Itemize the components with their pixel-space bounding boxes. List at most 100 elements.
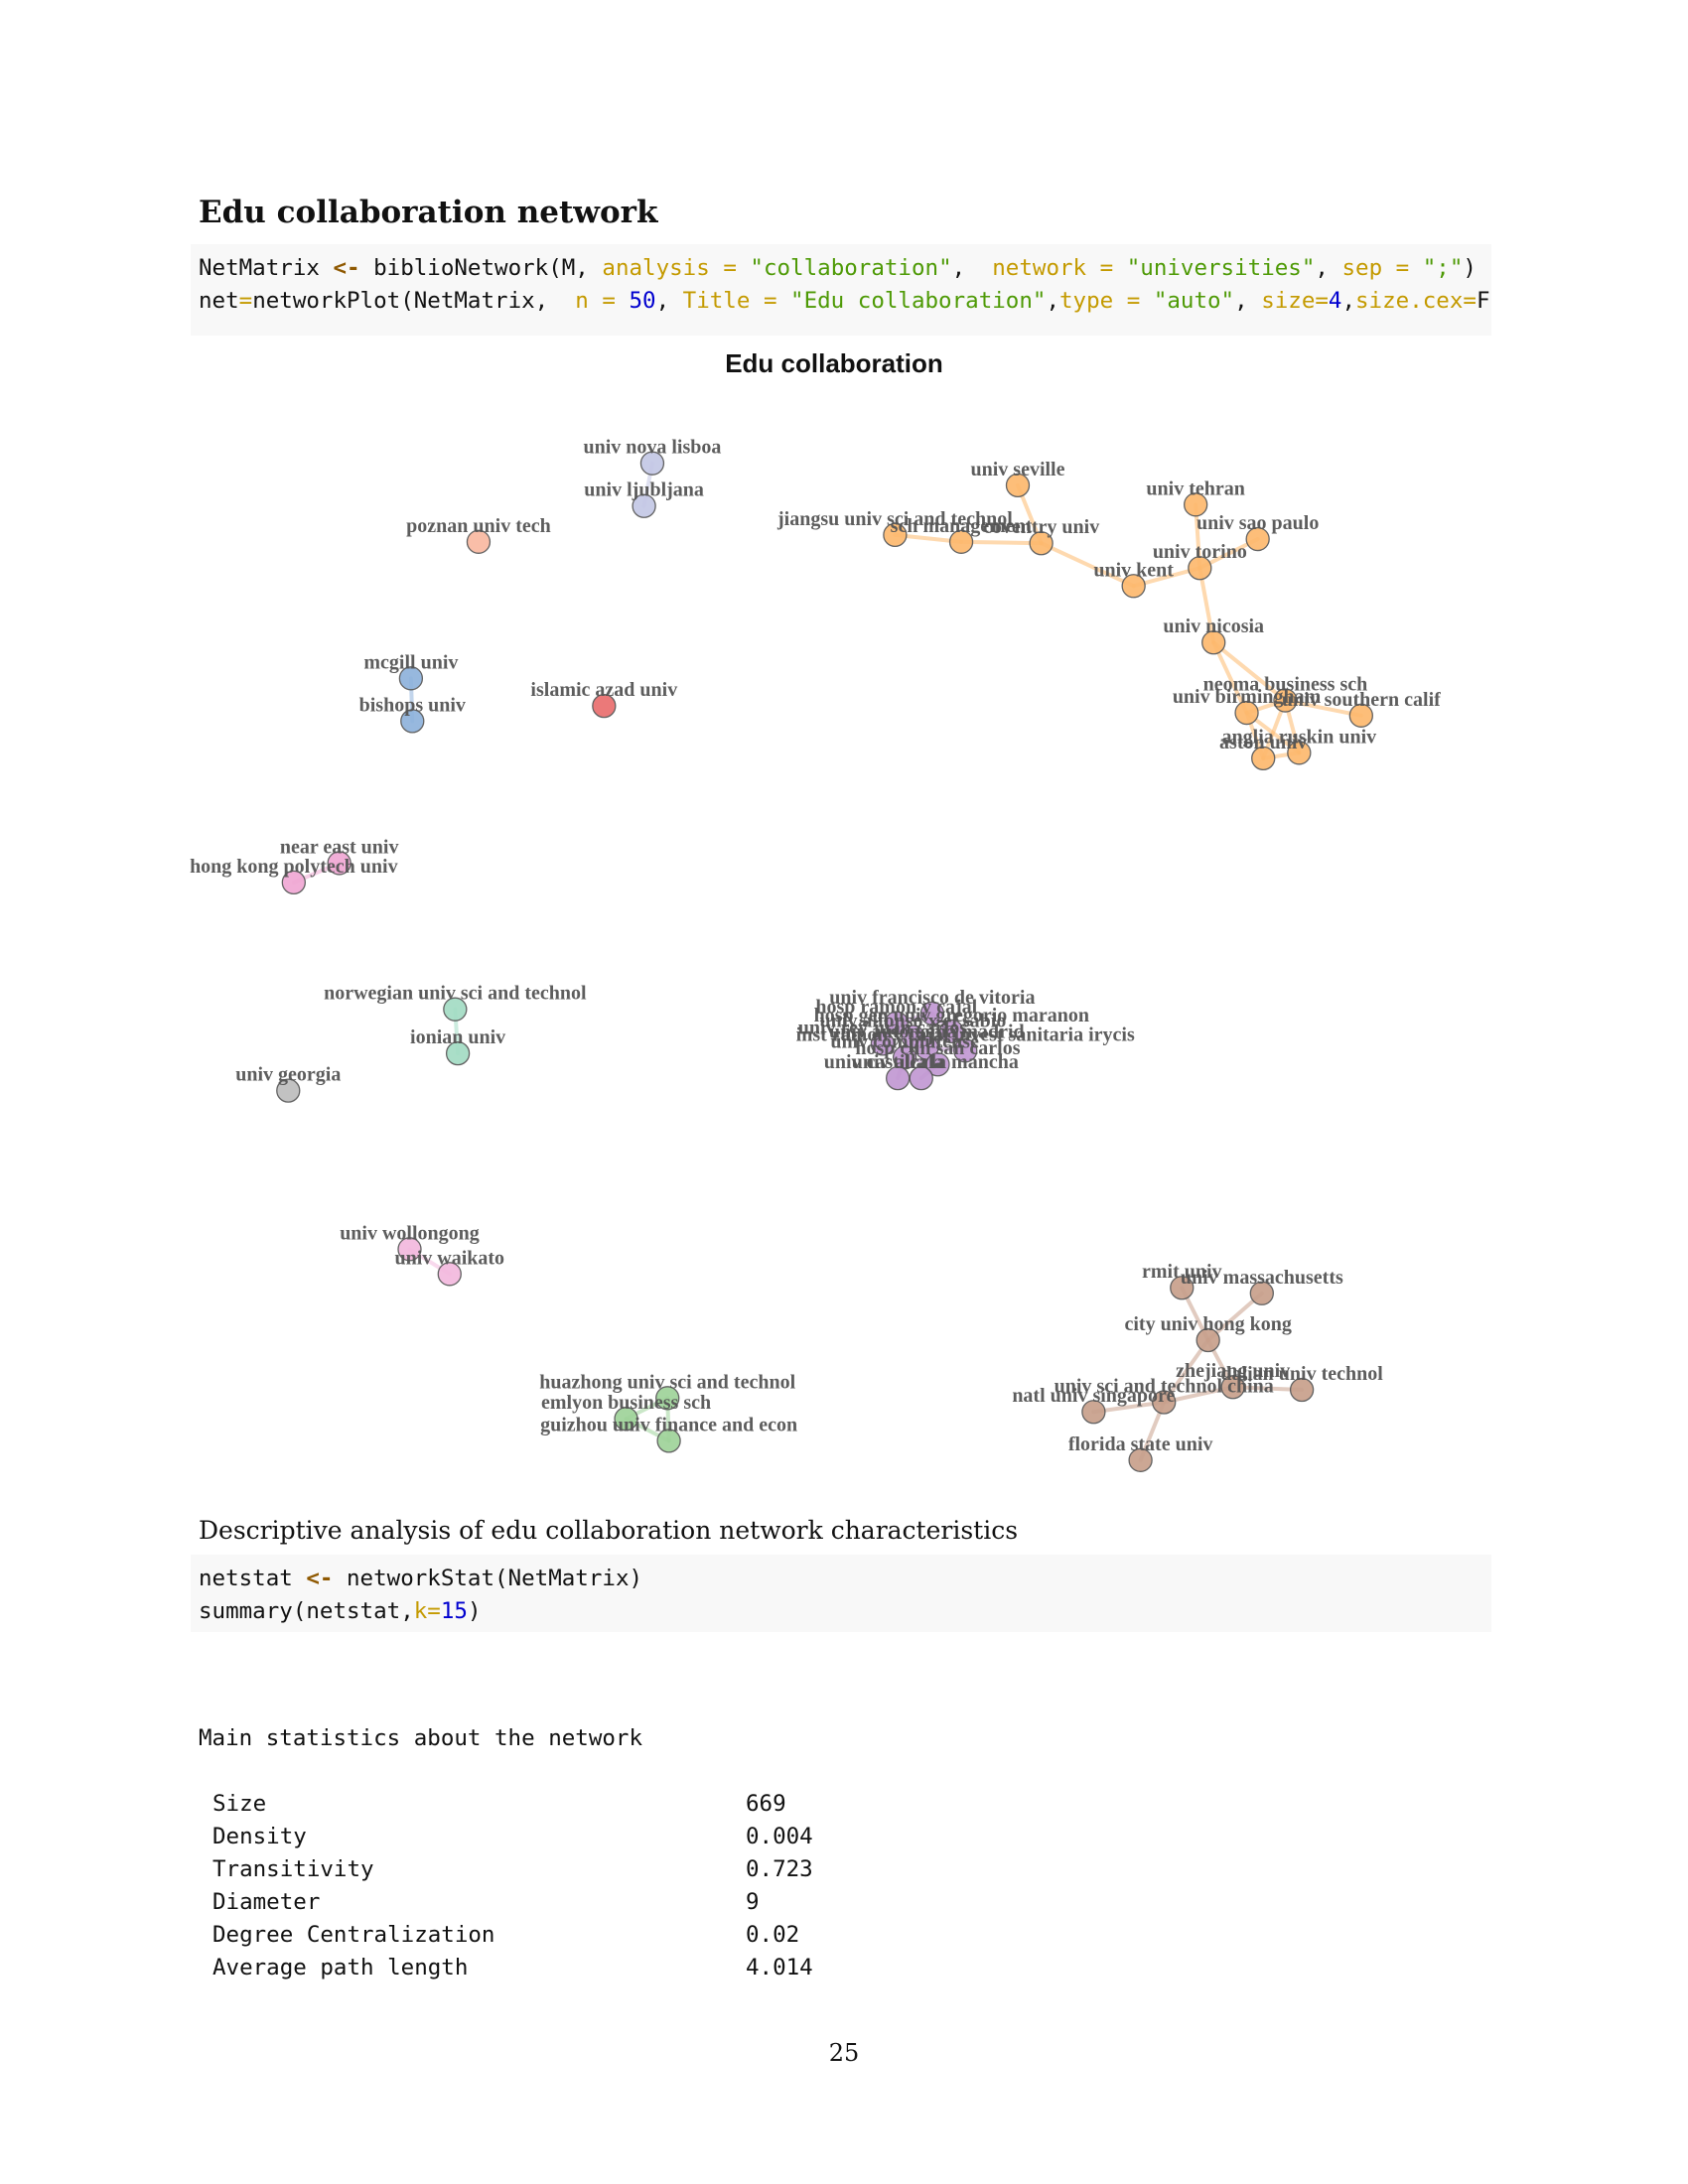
code-token: , — [655, 288, 683, 314]
code-token: biblioNetwork(M, — [359, 255, 603, 281]
network-node — [1170, 1276, 1195, 1300]
node-label: jiangsu univ sci and technol — [776, 508, 1013, 530]
code-token: network — [992, 255, 1087, 281]
network-edge — [1283, 698, 1363, 718]
network-node — [883, 522, 908, 548]
stats-label: Density — [212, 1824, 307, 1849]
node-label: univ castilla la mancha — [824, 1051, 1019, 1073]
code-token: "auto" — [1153, 288, 1235, 314]
stats-value: 669 — [746, 1791, 786, 1817]
node-label: univ francisco de vitoria — [829, 987, 1035, 1009]
descriptive-text: Descriptive analysis of edu collaboratio… — [199, 1516, 1019, 1545]
network-node — [656, 1429, 681, 1453]
network-node — [870, 1031, 896, 1056]
code-token: , — [1489, 288, 1491, 314]
node-label: rmit univ — [1142, 1261, 1222, 1283]
page-number: 25 — [828, 2039, 860, 2067]
node-label: univ southern calif — [1282, 689, 1441, 711]
section-title: Edu collaboration network — [199, 195, 658, 230]
node-label: univ torino — [1153, 541, 1247, 563]
code-token: n — [575, 288, 589, 314]
network-node — [281, 870, 306, 895]
network-node — [1081, 1400, 1106, 1425]
code-token: "Edu collaboration" — [790, 288, 1047, 314]
node-label: univ nicosia — [1163, 615, 1264, 637]
node-label: univ autonoma madrid — [829, 1022, 1025, 1043]
node-label: univ rey juan carlos — [798, 1017, 967, 1038]
code-token: = — [1382, 255, 1423, 281]
code-token: summary(netstat, — [199, 1598, 414, 1624]
code-token: , — [951, 255, 993, 281]
node-label: univ tehran — [1146, 478, 1244, 499]
network-node — [919, 1001, 945, 1025]
node-label: florida state univ — [1068, 1433, 1213, 1455]
network-node — [925, 1052, 950, 1077]
node-label: inst ramon y cajal invest sanitaria iryc… — [796, 1024, 1135, 1045]
network-node — [1005, 473, 1031, 498]
node-label: mcgill univ — [363, 651, 458, 673]
code-token: k — [413, 1598, 428, 1624]
network-node — [400, 709, 425, 734]
network-node — [445, 1040, 471, 1066]
network-node — [276, 1078, 301, 1103]
network-node — [1289, 1377, 1315, 1403]
network-edge — [1039, 541, 1136, 589]
node-label: aston univ — [1219, 732, 1307, 753]
stats-value: 0.02 — [746, 1922, 800, 1948]
network-node — [1234, 700, 1259, 726]
code-line: net=networkPlot(NetMatrix, n = 50, Title… — [199, 285, 1491, 318]
node-label: coventry univ — [983, 516, 1099, 538]
node-label: dalian univ technol — [1220, 1363, 1383, 1385]
code-token: <- — [333, 255, 360, 281]
network-edge — [1162, 1338, 1210, 1405]
node-label: univ alfonso x el sabio — [820, 1010, 1007, 1031]
code-token: = — [1086, 255, 1127, 281]
network-node — [398, 666, 424, 691]
node-label: univ waikato — [394, 1247, 504, 1269]
node-label: emlyon business sch — [541, 1392, 711, 1414]
code-token: = — [709, 255, 751, 281]
nodes-layer — [276, 451, 1373, 1472]
code-token: ";" — [1422, 255, 1464, 281]
code-token: analysis — [602, 255, 710, 281]
edges-layer — [291, 461, 1363, 1462]
code-token: "collaboration" — [750, 255, 952, 281]
network-node — [1152, 1390, 1177, 1415]
code-token: size — [1261, 288, 1316, 314]
network-edge — [1197, 566, 1216, 645]
node-label: poznan univ tech — [406, 515, 551, 537]
code-token: , — [1341, 288, 1356, 314]
code-token: = — [427, 1598, 441, 1624]
code-token: , — [1315, 255, 1342, 281]
network-node — [884, 1011, 909, 1035]
node-label: univ sao paulo — [1196, 512, 1319, 534]
code-line: summary(netstat,k=15) — [199, 1595, 1491, 1628]
stats-label: Diameter — [212, 1889, 321, 1915]
code-token: = — [1315, 288, 1329, 314]
code-token: NetMatrix — [199, 255, 334, 281]
network-node — [614, 1407, 638, 1432]
stats-title: Main statistics about the network — [199, 1725, 643, 1751]
network-node — [953, 1038, 978, 1063]
node-label: hong kong polytech univ — [190, 856, 398, 878]
node-label: huazhong univ sci and technol — [539, 1371, 795, 1393]
network-node — [632, 493, 656, 518]
node-label: ionian univ — [410, 1026, 505, 1048]
network-node — [1184, 492, 1208, 517]
node-label: city univ hong kong — [1124, 1313, 1291, 1335]
node-label: guizhou univ finance and econ — [540, 1414, 797, 1435]
node-label: univ seville — [970, 459, 1064, 480]
plot-title: Edu collaboration — [725, 348, 943, 378]
node-label: islamic azad univ — [530, 679, 677, 701]
network-node — [1029, 531, 1054, 556]
node-label: univ nova lisboa — [583, 437, 721, 459]
code-token: 50 — [629, 288, 656, 314]
node-label: univ georgia — [235, 1064, 341, 1086]
node-label: hosp gen univ gregorio maranon — [814, 1005, 1089, 1026]
node-label: univ birmingham — [1173, 686, 1322, 708]
